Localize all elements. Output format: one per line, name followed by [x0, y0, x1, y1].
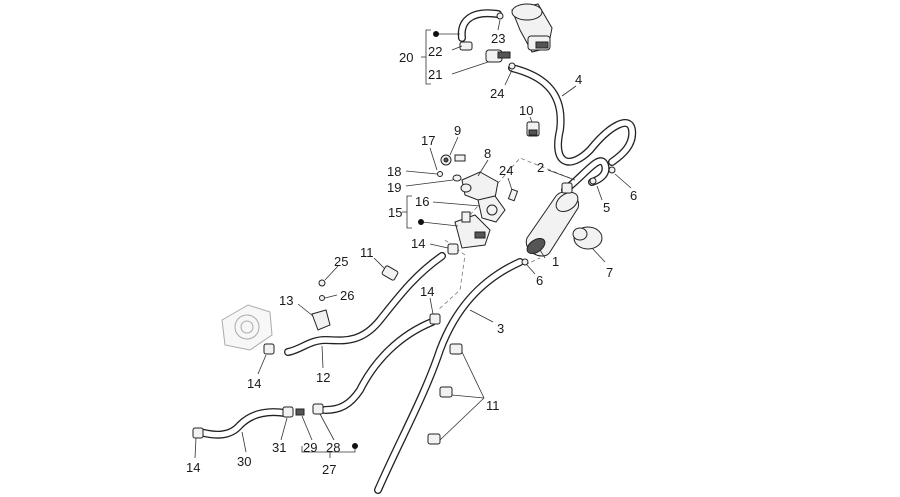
throttle-body-ghost [221, 304, 273, 351]
callout-3: 3 [497, 321, 504, 336]
callout-18: 18 [387, 164, 401, 179]
callout-29: 29 [303, 440, 317, 455]
callout-16: 16 [415, 194, 429, 209]
clip-part-10 [526, 121, 540, 137]
callout-27: 27 [322, 462, 336, 477]
callout-28: 28 [326, 440, 340, 455]
hose-2 [561, 157, 610, 194]
hose-4 [508, 64, 637, 166]
callout-31: 31 [272, 440, 286, 455]
clamps-14 [192, 243, 459, 439]
bracket-part-8 [437, 154, 519, 202]
callout-15: 15 [388, 205, 402, 220]
regulator-part-15 [454, 211, 491, 249]
callout-22: 22 [428, 44, 442, 59]
hose-30 [196, 408, 289, 439]
callout-14: 14 [186, 460, 200, 475]
regulator-part-16 [477, 195, 506, 223]
callout-24: 24 [499, 163, 513, 178]
callout-8: 8 [484, 146, 491, 161]
callout-numbers: 1 2 3 4 5 6 6 7 8 9 10 11 11 12 13 14 14… [186, 31, 637, 477]
fittings-28-29-31 [282, 403, 324, 418]
callout-1: 1 [552, 254, 559, 269]
callout-5: 5 [603, 200, 610, 215]
callout-19: 19 [387, 180, 401, 195]
callout-14: 14 [411, 236, 425, 251]
callout-17: 17 [421, 133, 435, 148]
hose-middle [321, 318, 436, 414]
callout-12: 12 [316, 370, 330, 385]
callout-7: 7 [606, 265, 613, 280]
callout-26: 26 [340, 288, 354, 303]
hose-top-upper [457, 9, 502, 42]
clamp-part-22 [459, 41, 473, 51]
o-rings [521, 166, 616, 266]
callout-23: 23 [491, 31, 505, 46]
assembly-bullets [352, 31, 439, 449]
sleeve-part-7 [572, 226, 603, 250]
fuel-pump-part-1 [525, 182, 580, 257]
callout-14: 14 [420, 284, 434, 299]
leader-lines [194, 19, 632, 459]
bracket-part-13 [311, 279, 331, 331]
callout-21: 21 [428, 67, 442, 82]
callout-9: 9 [454, 123, 461, 138]
callout-6: 6 [630, 188, 637, 203]
callout-25: 25 [334, 254, 348, 269]
connectors-11 [381, 265, 463, 445]
callout-11: 11 [360, 245, 374, 260]
callout-4: 4 [575, 72, 582, 87]
callout-20: 20 [399, 50, 413, 65]
callout-11: 11 [486, 398, 500, 413]
callout-30: 30 [237, 454, 251, 469]
valve-part-21 [485, 12, 516, 70]
callout-6: 6 [536, 273, 543, 288]
hose-3 [374, 258, 524, 494]
callout-10: 10 [519, 103, 533, 118]
callout-24: 24 [490, 86, 504, 101]
callout-14: 14 [247, 376, 261, 391]
fuel-filter-cap-part [511, 3, 553, 53]
callout-13: 13 [279, 293, 293, 308]
hose-12 [284, 252, 446, 356]
callout-2: 2 [537, 160, 544, 175]
